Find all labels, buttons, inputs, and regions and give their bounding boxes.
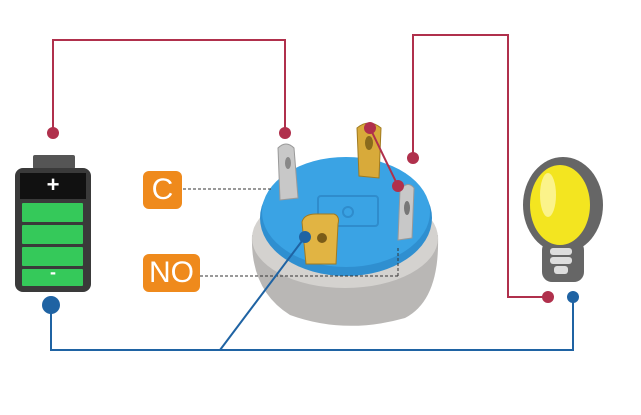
- battery-minus-sign: -: [50, 262, 56, 282]
- battery-icon: [15, 155, 91, 292]
- pin-common: [277, 143, 299, 201]
- label-common: C: [143, 171, 182, 209]
- negative-wire: [50, 236, 574, 351]
- battery-plus-sign: +: [46, 172, 60, 197]
- positive-wire: [52, 34, 548, 298]
- light-bulb-icon: [523, 157, 603, 282]
- label-normally-open: NO: [143, 254, 200, 292]
